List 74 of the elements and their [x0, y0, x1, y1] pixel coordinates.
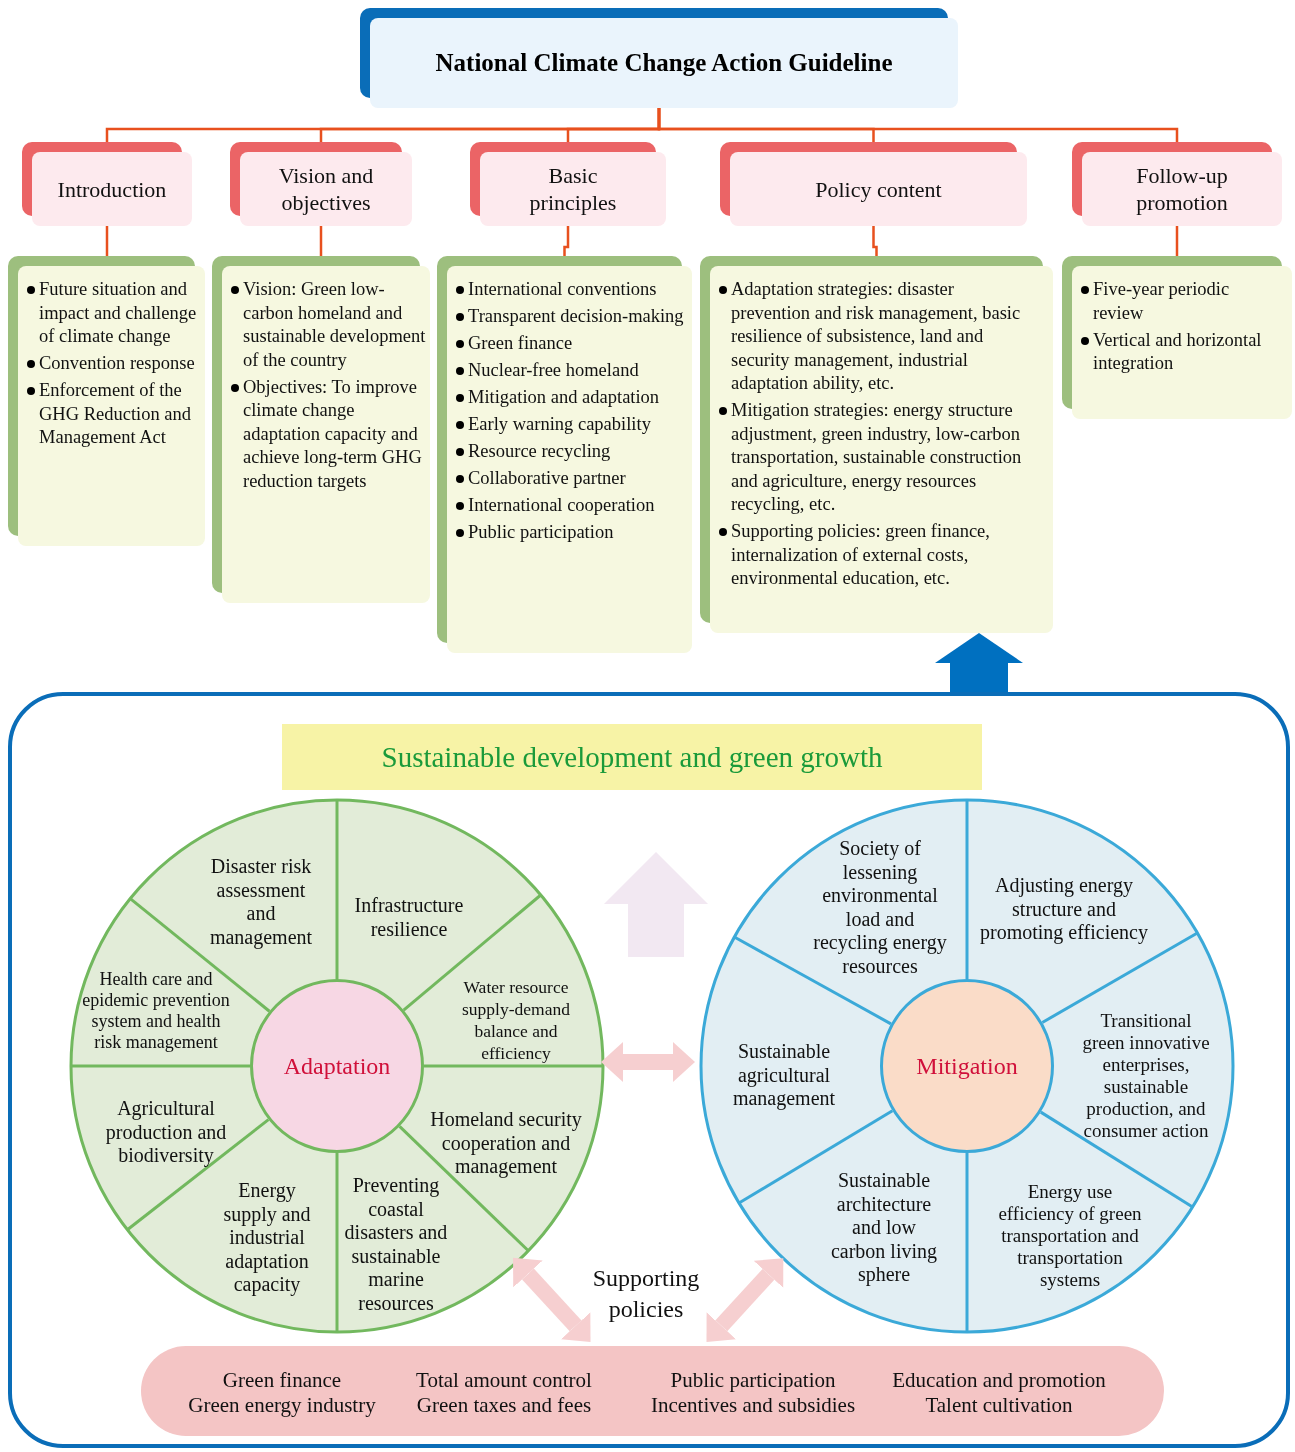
connector-line — [1175, 226, 1179, 256]
policy-item: Public participation — [669, 1367, 837, 1393]
bullet-item: International conventions — [455, 278, 688, 302]
header-box — [1072, 142, 1282, 226]
policy-item: Education and promotion — [891, 1367, 1107, 1393]
bullet-item: Adaptation strategies: disaster prevention and risk management, basic resilience of subsistence, land and security management, industrial adaptation ability, etc. — [718, 278, 1025, 396]
connector-line — [563, 226, 570, 256]
segment-label: Disaster risk assessment and management — [208, 855, 314, 949]
bullet-item: Convention response — [26, 352, 201, 376]
segment-label: Infrastructure resilience — [353, 893, 465, 941]
policy-item: Green taxes and fees — [415, 1392, 593, 1418]
bullet-item: Vertical and horizontal integration — [1080, 328, 1278, 376]
header-text: Basic principles — [528, 162, 618, 216]
header-text: Follow-up promotion — [1135, 162, 1229, 216]
header-box — [720, 142, 1027, 226]
header-text: Policy content — [814, 175, 943, 203]
segment-label: Health care and epidemic prevention system and health risk management — [81, 969, 231, 1053]
segment-label: Society of lessening environmental load and recycling energy resources — [812, 836, 948, 978]
header-box — [230, 142, 412, 226]
title-banner — [282, 724, 982, 790]
header-text: Vision and objectives — [277, 162, 375, 216]
connector-line — [657, 108, 1179, 142]
bullet-item: Objectives: To improve climate change adaptation capacity and achieve long-term GHG reduction targets — [230, 375, 426, 493]
bullet-item: Resource recycling — [455, 440, 688, 464]
header-box — [470, 142, 666, 226]
center-label: Mitigation — [916, 1052, 1018, 1080]
bullet-item: Collaborative partner — [455, 467, 688, 491]
bullet-item: Supporting policies: green finance, internalization of external costs, environmental education, etc. — [718, 520, 1025, 591]
bullet-item: Mitigation strategies: energy structure adjustment, green industry, low-carbon transportation, sustainable construction and agriculture, energy resources recycling, etc. — [718, 399, 1025, 517]
content-box — [437, 256, 692, 653]
policy-item: Incentives and subsidies — [649, 1392, 857, 1418]
arrow — [706, 1258, 784, 1342]
content-box — [700, 256, 1053, 633]
center-label: Adaptation — [283, 1052, 391, 1080]
arrow — [601, 1042, 695, 1082]
segment-label: Energy supply and industrial adaptation capacity — [222, 1179, 312, 1297]
connector-line — [872, 226, 878, 256]
arrow — [513, 1257, 591, 1342]
bullet-item: International cooperation — [455, 494, 688, 518]
segment-label: Transitional green innovative enterprises, sustainable production, and consumer action — [1081, 1010, 1211, 1142]
bullet-item: Enforcement of the GHG Reduction and Management Act — [26, 379, 201, 450]
bullet-item: Green finance — [455, 332, 688, 356]
connector-line — [319, 226, 323, 256]
segmented-circle — [699, 798, 1235, 1334]
beside-text: Supporting policies — [591, 1264, 701, 1324]
content-box — [1062, 256, 1292, 419]
banner-text: Sustainable development and green growth — [381, 740, 883, 774]
bullet-item: Nuclear-free homeland — [455, 359, 688, 383]
content-box — [8, 256, 205, 546]
connector-line — [105, 226, 109, 256]
policy-item: Talent cultivation — [924, 1392, 1074, 1418]
arrow — [935, 633, 1023, 692]
header-text: Introduction — [56, 175, 168, 203]
segment-label: Agricultural production and biodiversity — [104, 1096, 228, 1168]
bullet-item: Future situation and impact and challenge of climate change — [26, 278, 201, 349]
bullet-item: Transparent decision-making — [455, 305, 688, 329]
bullet-item: Public participation — [455, 521, 688, 545]
header-box — [22, 142, 192, 226]
policy-item: Total amount control — [415, 1367, 593, 1393]
bullet-item: Mitigation and adaptation — [455, 386, 688, 410]
segment-label: Sustainable architecture and low carbon living sphere — [829, 1169, 939, 1287]
content-box — [212, 256, 430, 603]
bullet-item: Early warning capability — [455, 413, 688, 437]
policy-item: Green finance — [221, 1367, 343, 1393]
segment-label: Sustainable agricultural management — [731, 1039, 837, 1111]
segment-label: Adjusting energy structure and promoting efficiency — [979, 873, 1149, 945]
segment-label: Water resource supply-demand balance and efficiency — [461, 976, 571, 1064]
title-text: National Climate Change Action Guideline — [435, 49, 893, 77]
bullet-item: Vision: Green low-carbon homeland and sustainable development of the country — [230, 278, 426, 372]
bullet-item: Five-year periodic review — [1080, 278, 1278, 325]
rounded-panel — [8, 692, 1290, 1448]
policy-item: Green energy industry — [187, 1392, 377, 1418]
segment-label: Energy use efficiency of green transportation and transportation systems — [997, 1181, 1143, 1291]
title-box — [360, 8, 958, 108]
